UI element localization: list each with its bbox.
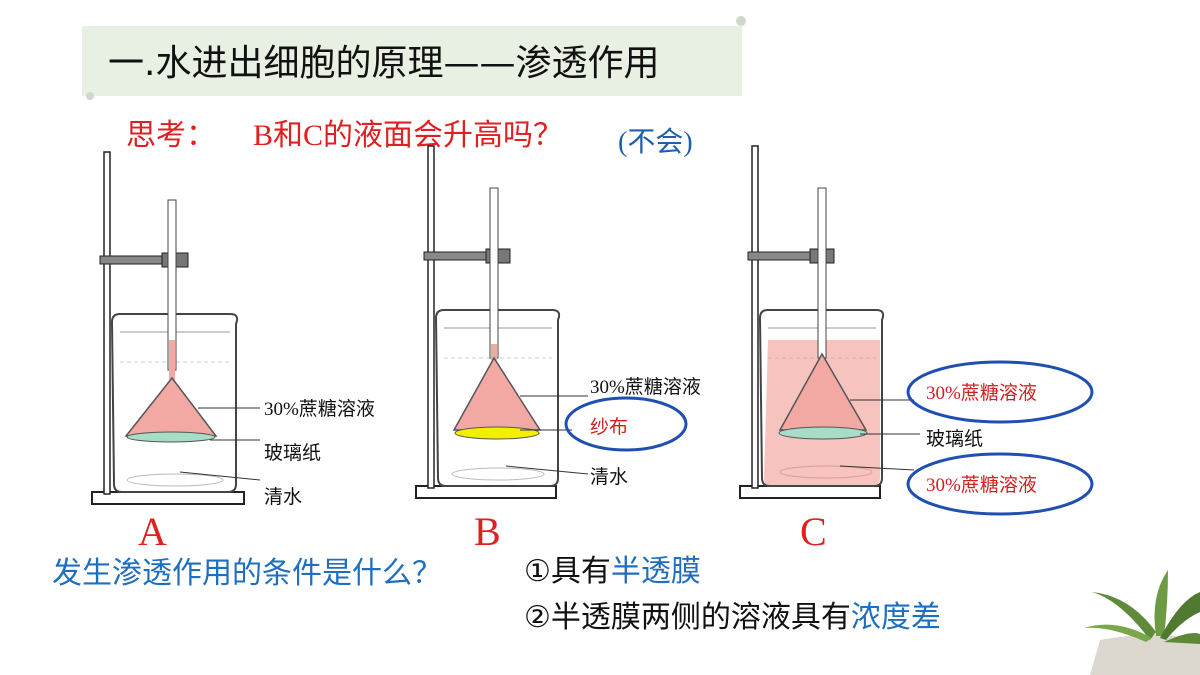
- label-c-solution-bottom: 30%蔗糖溶液: [926, 475, 1037, 496]
- beaker: [110, 313, 239, 493]
- highlight-circle: [564, 396, 688, 452]
- leader-line: [505, 465, 589, 475]
- beaker-bottom: [126, 473, 224, 487]
- stand-base: [415, 485, 557, 499]
- plant-decoration: [1084, 570, 1200, 675]
- cellophane-membrane: [126, 431, 216, 443]
- beaker-bottom: [451, 467, 545, 481]
- label-a-water: 清水: [264, 486, 303, 508]
- clamp-arm: [423, 251, 489, 261]
- stand-pole: [427, 145, 435, 489]
- condition-2-prefix: ②半透膜两侧的溶液具有: [524, 600, 851, 635]
- label-c-solution-top: 30%蔗糖溶液: [926, 383, 1037, 404]
- setup-label-a: A: [138, 509, 167, 554]
- decor-dot: [86, 92, 94, 100]
- stand-pole: [103, 151, 111, 495]
- label-a-solution: 30%蔗糖溶液: [264, 399, 375, 420]
- setup-c: [739, 145, 1094, 516]
- condition-1: ①具有半透膜: [524, 546, 701, 590]
- label-b-membrane: 纱布: [590, 416, 629, 438]
- setup-a: [91, 151, 261, 505]
- highlight-circle: [906, 452, 1094, 516]
- funnel-solution: [452, 356, 542, 431]
- beaker: [758, 309, 885, 487]
- funnel-solution: [124, 376, 218, 437]
- condition-1-prefix: ①具有: [524, 554, 611, 589]
- page-title: 一.水进出细胞的原理——渗透作用: [108, 43, 660, 84]
- label-b-solution: 30%蔗糖溶液: [590, 377, 701, 398]
- label-a-membrane: 玻璃纸: [264, 442, 322, 464]
- plant-pot: [1090, 635, 1200, 675]
- setup-label-b: B: [474, 509, 501, 554]
- question-1-prefix: 思考：: [126, 118, 216, 153]
- clamp-arm: [747, 251, 813, 261]
- stand-base: [91, 491, 245, 505]
- answer-1: (不会): [618, 127, 693, 158]
- tube-solution: [169, 340, 175, 380]
- plant-leaf: [1164, 633, 1200, 644]
- leader-line: [839, 465, 915, 471]
- highlight-circle: [906, 360, 1094, 424]
- title-banner: [82, 26, 742, 96]
- plant-leaf: [1154, 570, 1168, 636]
- question-1: 思考： B和C的液面会升高吗？: [126, 110, 563, 154]
- glass-tube: [489, 187, 499, 359]
- glass-tube: [817, 187, 827, 359]
- setup-label-c: C: [800, 509, 827, 554]
- label-b-water: 清水: [590, 466, 629, 488]
- question-1-text: B和C的液面会升高吗？: [253, 119, 564, 152]
- beaker: [434, 309, 561, 487]
- leader-line: [179, 471, 261, 481]
- plant-leaf: [1160, 592, 1200, 640]
- tube-solution: [491, 344, 497, 360]
- gauze-membrane: [454, 426, 540, 440]
- stand-base: [739, 485, 881, 499]
- cellophane-membrane: [778, 426, 868, 440]
- condition-2: ②半透膜两侧的溶液具有浓度差: [524, 592, 941, 636]
- condition-2-highlight: 浓度差: [850, 600, 941, 635]
- plant-leaf: [1092, 592, 1156, 640]
- question-2: 发生渗透作用的条件是什么？: [52, 556, 442, 591]
- plant-leaf: [1084, 624, 1152, 642]
- clamp-arm: [99, 255, 165, 265]
- label-c-membrane: 玻璃纸: [926, 428, 984, 450]
- setup-b: [415, 145, 688, 499]
- beaker-bottom: [779, 465, 873, 479]
- stand-pole: [751, 145, 759, 489]
- condition-1-highlight: 半透膜: [610, 554, 701, 589]
- decor-dot: [736, 16, 746, 26]
